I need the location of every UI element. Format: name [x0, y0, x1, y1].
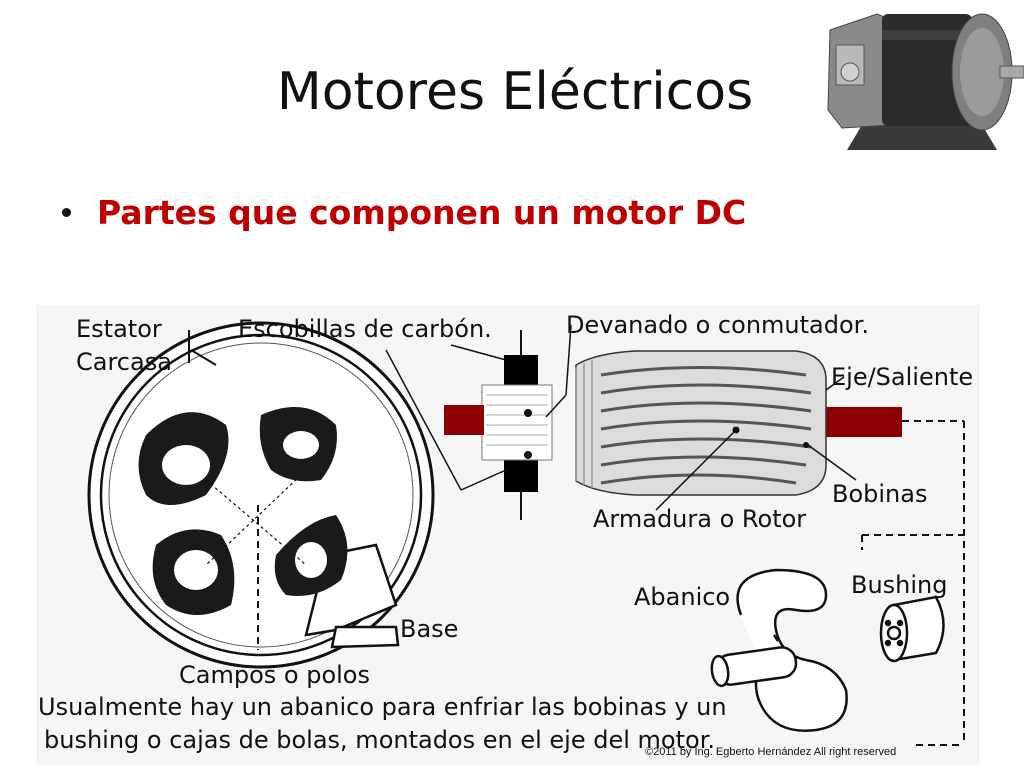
caption-line-2: bushing o cajas de bolas, montados en el…	[44, 726, 715, 754]
motor-parts-diagram: Estator Carcasa Escobillas de carbón. De…	[36, 305, 980, 765]
label-eje: Eje/Saliente	[831, 363, 973, 391]
shaft-left	[444, 405, 484, 435]
armature-rotor	[575, 350, 827, 496]
label-base: Base	[400, 615, 458, 643]
bullet-text: Partes que componen un motor DC	[97, 193, 747, 232]
slide-title: Motores Eléctricos	[276, 62, 754, 122]
motor-photo-icon	[822, 0, 1024, 160]
label-abanico: Abanico	[634, 583, 730, 611]
label-escobillas: Escobillas de carbón.	[238, 315, 492, 343]
label-carcasa: Carcasa	[76, 348, 172, 376]
bullet-icon	[62, 208, 71, 217]
brush-assembly	[481, 330, 553, 520]
label-estator: Estator	[76, 315, 162, 343]
fan-icon	[710, 568, 848, 732]
label-bobinas: Bobinas	[832, 480, 927, 508]
stator-housing	[87, 321, 435, 669]
label-campos: Campos o polos	[179, 661, 370, 689]
shaft-right	[826, 407, 902, 437]
bushing-icon	[879, 595, 945, 663]
caption-line-1: Usualmente hay un abanico para enfriar l…	[38, 693, 727, 721]
label-devanado: Devanado o conmutador.	[566, 311, 869, 339]
label-bushing: Bushing	[851, 571, 948, 599]
copyright-notice: ©2011 by Ing. Egberto Hernández All righ…	[645, 746, 897, 758]
bullet-item: Partes que componen un motor DC	[62, 193, 746, 232]
label-armadura: Armadura o Rotor	[593, 505, 806, 533]
